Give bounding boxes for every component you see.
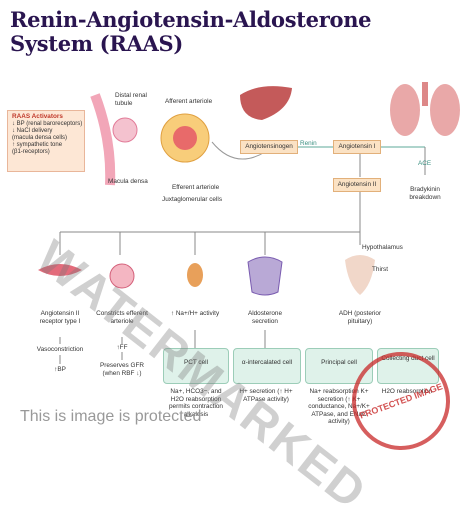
label-macula-densa: Macula densa — [108, 178, 148, 185]
diagram-connectors — [38, 82, 460, 364]
vessel-icon — [38, 264, 82, 276]
angiotensin-1-box: Angiotensin I — [333, 140, 381, 154]
principal-cell-panel: Principal cell — [305, 348, 373, 384]
label-efferent: Efferent arteriole — [172, 184, 220, 191]
title-line-2: System (RAAS) — [10, 31, 183, 56]
principal-note: Na+ reabsorption K+ secretion (↑ K+ cond… — [308, 388, 370, 425]
collecting-cell-panel: Collecting duct cell — [377, 348, 439, 384]
alpha-note: H+ secretion (↑ H+ ATPase activity) — [239, 388, 293, 403]
activator-item: ↓ BP (renal baroreceptors) — [12, 121, 83, 127]
activator-item: ↓ NaCl delivery — [12, 128, 53, 134]
pct-cell-panel: PCT cell — [163, 348, 229, 384]
distal-tubule-shape — [90, 93, 116, 186]
effect-3-top: ↑ Na+/H+ activity — [170, 310, 220, 317]
effect-1-top: Angiotensin II receptor type I — [39, 310, 81, 325]
effect-2-bottom: Preserves GFR (when RBF ↓) — [99, 362, 145, 377]
angiotensin-2-box: Angiotensin II — [333, 178, 381, 192]
label-distal-tubule: Distal renal tubule — [115, 92, 147, 107]
effect-4-top: Aldosterone secretion — [247, 310, 283, 325]
raas-activators-box: RAAS Activators ↓ BP (renal baroreceptor… — [7, 110, 85, 172]
stamp-text: PROTECTED IMAGE — [358, 381, 444, 421]
principal-cell-label: Principal cell — [321, 359, 357, 366]
activator-item: (macula densa cells) — [12, 135, 68, 141]
alpha-cell-panel: α-intercalated cell — [233, 348, 301, 384]
effect-5-top: ADH (posterior pituitary) — [338, 310, 382, 325]
collecting-note: H2O reabsorption — [381, 388, 433, 395]
effect-1-mid: Vasoconstriction — [36, 346, 84, 353]
alpha-cell-label: α-intercalated cell — [241, 359, 293, 366]
lung-right-shape — [430, 84, 460, 136]
effect-1-bottom: ↑BP — [54, 366, 66, 373]
pct-cell-label: PCT cell — [183, 359, 209, 366]
bradykinin-label: Bradykinin breakdown — [409, 186, 441, 201]
lung-left-shape — [390, 84, 420, 136]
liver-shape — [240, 86, 292, 120]
glomerulus-icon — [109, 263, 135, 289]
page-title: Renin-Angiotensin-Aldosterone System (RA… — [10, 7, 372, 56]
effect-2-mid: ↑FF — [116, 344, 128, 351]
renin-release-arrow — [211, 141, 266, 160]
macula-densa-shape — [112, 117, 138, 143]
hypothalamus-label: Hypothalamus — [362, 244, 403, 251]
kidney-icon — [187, 263, 203, 287]
thirst-label: Thirst — [372, 266, 388, 273]
adrenal-icon — [247, 256, 283, 296]
title-line-1: Renin-Angiotensin-Aldosterone — [10, 7, 372, 32]
trachea-shape — [422, 82, 428, 106]
ace-label: ACE — [418, 160, 432, 167]
renin-label: Renin — [300, 140, 317, 147]
raas-activators-heading: RAAS Activators — [12, 113, 63, 120]
glomerulus-capillary — [173, 126, 197, 150]
angiotensinogen-box: Angiotensinogen — [240, 140, 298, 154]
collecting-cell-label: Collecting duct cell — [381, 355, 435, 362]
label-afferent: Afferent arteriole — [165, 98, 213, 105]
effect-2-top: Constricts efferent arteriole — [96, 310, 148, 325]
protected-notice: This is image is protected — [20, 408, 202, 425]
activator-item: ↑ sympathetic tone — [12, 142, 63, 148]
label-juxtaglomerular: Juxtaglomerular cells — [162, 196, 223, 203]
pituitary-icon — [345, 255, 375, 295]
pct-note: Na+, HCO3−, and H2O reabsorption permits… — [169, 388, 223, 418]
activator-item: (β1-receptors) — [12, 149, 50, 155]
